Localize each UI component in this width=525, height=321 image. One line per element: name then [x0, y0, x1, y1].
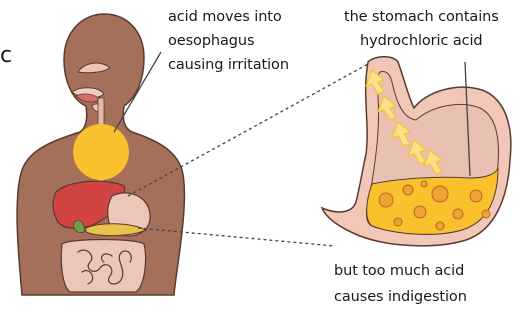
stomach-cross-section — [322, 57, 511, 246]
bubble — [414, 206, 426, 218]
indigestion-label-line-1: but too much acid — [334, 260, 464, 282]
bubble — [470, 190, 482, 202]
bubble — [482, 210, 490, 218]
oesophagus-label-line-3: causing irritation — [168, 54, 289, 76]
stomach-acid-label-line-1: the stomach contains — [344, 6, 499, 28]
oesophagus-label-line-1: acid moves into — [168, 6, 282, 28]
bubble — [453, 209, 463, 219]
oesophagus-label-line-2: oesophagus — [168, 30, 254, 52]
stomach-acid-label-line-2: hydrochloric acid — [360, 30, 483, 52]
bubble — [436, 222, 444, 230]
bubble — [379, 193, 393, 207]
bubble — [403, 185, 413, 195]
bubble — [432, 186, 448, 202]
indigestion-label-line-2: causes indigestion — [334, 286, 467, 308]
cropped-text-fragment: c — [0, 44, 12, 68]
bubble — [394, 218, 402, 226]
bubble — [421, 181, 427, 187]
human-body-illustration — [17, 14, 184, 295]
acid-irritation-circle — [73, 124, 129, 180]
